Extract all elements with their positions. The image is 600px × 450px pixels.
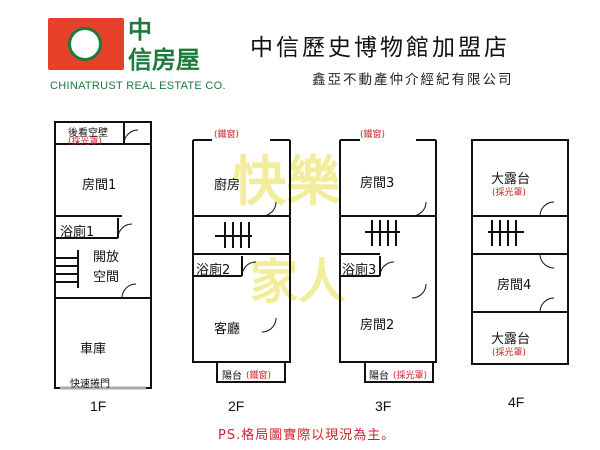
f3-window-top: (鐵窗) <box>360 130 386 140</box>
f4-terrace-top: 大露台 <box>491 172 531 187</box>
f1-rolling-door: 快速捲門 <box>70 379 110 390</box>
f1-top-room: 後看空壁 <box>68 128 108 139</box>
f2-label: 2F <box>228 398 245 414</box>
layout-disclaimer: PS.格局圖實際以現況為主。 <box>218 428 396 443</box>
f4-room4: 房間4 <box>497 278 532 293</box>
f1-room1: 房間1 <box>82 178 117 193</box>
f4-terrace-bottom: 大露台 <box>491 332 531 347</box>
f2-kitchen: 廚房 <box>214 178 241 193</box>
f4-terrace-top-note: (採光罩) <box>492 188 527 198</box>
f3-label: 3F <box>375 398 392 414</box>
company-name: 鑫亞不動產仲介經紀有限公司 <box>312 72 514 88</box>
f1-garage: 車庫 <box>80 342 107 357</box>
globe-icon <box>68 27 102 61</box>
svg-text:快樂: 快樂 <box>232 150 341 213</box>
f2-balcony: 陽台 <box>222 371 242 382</box>
f2-window-top: (鐵窗) <box>214 130 240 140</box>
f4-terrace-bottom-note: (採光罩) <box>492 348 527 358</box>
svg-text:家人: 家人 <box>250 254 346 310</box>
f3-balcony: 陽台 <box>369 371 389 382</box>
f1-open-space-line1: 開放 <box>93 250 120 265</box>
f4-label: 4F <box>508 394 525 410</box>
f1-label: 1F <box>90 398 107 414</box>
f2-living: 客廳 <box>214 322 241 337</box>
logo-chinese-line1: 中 <box>128 16 152 44</box>
f1-open-space-line2: 空間 <box>93 270 120 285</box>
f3-bath3: 浴廁3 <box>342 263 377 278</box>
f1-top-room-note: (採光罩) <box>68 137 103 147</box>
plan-3f <box>339 139 437 383</box>
f2-balcony-note: (鐵窗) <box>246 371 272 381</box>
store-name: 中信歷史博物館加盟店 <box>250 35 510 61</box>
f3-room3: 房間3 <box>360 176 395 191</box>
watermark: 快樂 家人 <box>232 150 346 310</box>
logo-chinese-line2: 信房屋 <box>128 46 200 74</box>
logo-english: CHINATRUST REAL ESTATE CO. <box>50 80 226 92</box>
f2-bath2: 浴廁2 <box>196 263 231 278</box>
plan-2f <box>192 139 291 383</box>
f3-room2: 房間2 <box>360 318 395 333</box>
plan-4f <box>471 139 569 365</box>
f3-balcony-note: (採光罩) <box>393 371 428 381</box>
f1-bath1: 浴廁1 <box>60 225 95 240</box>
